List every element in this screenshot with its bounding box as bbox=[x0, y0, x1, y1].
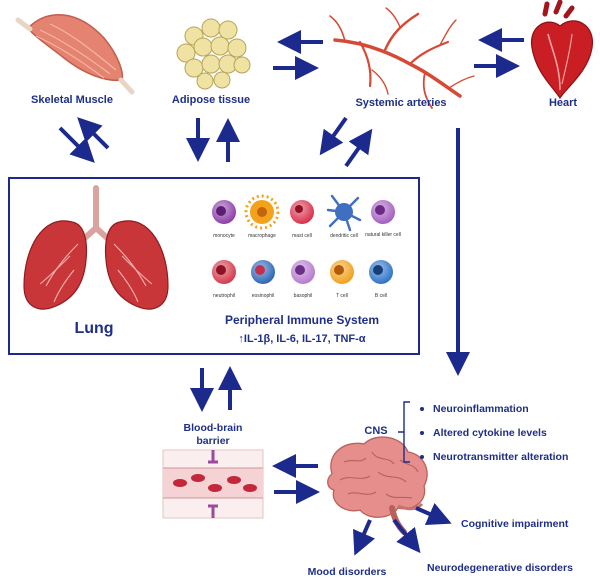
cns-effect-item: Altered cytokine levels bbox=[420, 426, 568, 450]
cns-effect-text: Neuroinflammation bbox=[433, 403, 529, 415]
cns-effect-text: Altered cytokine levels bbox=[433, 427, 547, 439]
cell-label-basophil: basophil bbox=[294, 293, 313, 299]
lung-immune-box bbox=[8, 177, 420, 355]
bullet-icon bbox=[420, 407, 424, 412]
mast-cell-icon bbox=[290, 200, 314, 224]
cell-label-t-cell: T cell bbox=[336, 293, 348, 299]
label-cognitive-impairment: Cognitive impairment bbox=[461, 518, 569, 530]
cns-bracket bbox=[398, 401, 410, 463]
arrows-lung-bbb bbox=[190, 366, 242, 412]
neutrophil-icon bbox=[212, 260, 236, 284]
monocyte-icon bbox=[212, 200, 236, 224]
cell-label-monocyte: monocyte bbox=[213, 233, 235, 239]
arrows-bbb-brain bbox=[272, 454, 320, 504]
eosinophil-icon bbox=[251, 260, 275, 284]
natural-killer-cell-icon bbox=[371, 200, 395, 224]
cell-label-neutrophil: neutrophil bbox=[213, 293, 235, 299]
bullet-icon bbox=[420, 455, 424, 460]
arrows-muscle-lung bbox=[58, 117, 110, 163]
arrows-arteries-heart bbox=[474, 28, 524, 78]
label-bbb-line2: barrier bbox=[196, 435, 230, 447]
cns-effect-item: Neurotransmitter alteration bbox=[420, 450, 568, 474]
cell-label-mast-cell: mast cell bbox=[292, 233, 312, 239]
label-peripheral-immune-system: Peripheral Immune System bbox=[224, 313, 380, 327]
arrows-arteries-lung bbox=[319, 116, 373, 168]
cell-label-dendritic-cell: dendritic cell bbox=[330, 233, 358, 239]
skeletal-muscle-icon bbox=[15, 14, 135, 95]
brain-icon bbox=[327, 436, 428, 535]
label-mood-disorders: Mood disorders bbox=[307, 566, 387, 578]
label-cns: CNS bbox=[364, 425, 388, 437]
cns-effects-list: Neuroinflammation Altered cytokine level… bbox=[420, 402, 568, 474]
label-heart: Heart bbox=[548, 97, 578, 109]
macrophage-icon bbox=[244, 194, 280, 230]
label-adipose-tissue: Adipose tissue bbox=[171, 94, 251, 106]
label-cytokines: ↑IL-1β, IL-6, IL-17, TNF-α bbox=[238, 333, 366, 345]
adipose-tissue-icon bbox=[176, 18, 251, 90]
basophil-icon bbox=[291, 260, 315, 284]
lung-icon bbox=[23, 185, 169, 310]
immune-cells-grid bbox=[212, 194, 395, 284]
cns-effect-text: Neurotransmitter alteration bbox=[433, 451, 569, 463]
blood-brain-barrier-icon bbox=[162, 449, 264, 519]
immune-cell-labels: monocyte macrophage mast cell dendritic … bbox=[213, 232, 401, 299]
cell-label-b-cell: B cell bbox=[375, 293, 387, 299]
heart-icon bbox=[530, 0, 594, 100]
dendritic-cell-icon bbox=[326, 194, 362, 232]
label-skeletal-muscle: Skeletal Muscle bbox=[31, 94, 113, 106]
t-cell-icon bbox=[330, 260, 354, 284]
cell-label-macrophage: macrophage bbox=[248, 233, 276, 239]
cell-label-natural-killer-cell: natural killer cell bbox=[365, 232, 401, 238]
label-lung: Lung bbox=[74, 320, 114, 337]
label-systemic-arteries: Systemic arteries bbox=[355, 97, 447, 109]
label-bbb-line1: Blood-brain bbox=[183, 422, 243, 434]
cell-label-eosinophil: eosinophil bbox=[252, 293, 275, 299]
systemic-arteries-icon bbox=[329, 7, 475, 109]
b-cell-icon bbox=[369, 260, 393, 284]
arrows-adipose-lung bbox=[186, 118, 240, 162]
label-neurodegenerative-disorders: Neurodegenerative disorders bbox=[427, 562, 573, 574]
cns-effect-item: Neuroinflammation bbox=[420, 402, 568, 426]
arrows-adipose-arteries bbox=[273, 30, 323, 80]
arrows-brain-outcomes bbox=[353, 502, 452, 556]
bullet-icon bbox=[420, 431, 424, 436]
